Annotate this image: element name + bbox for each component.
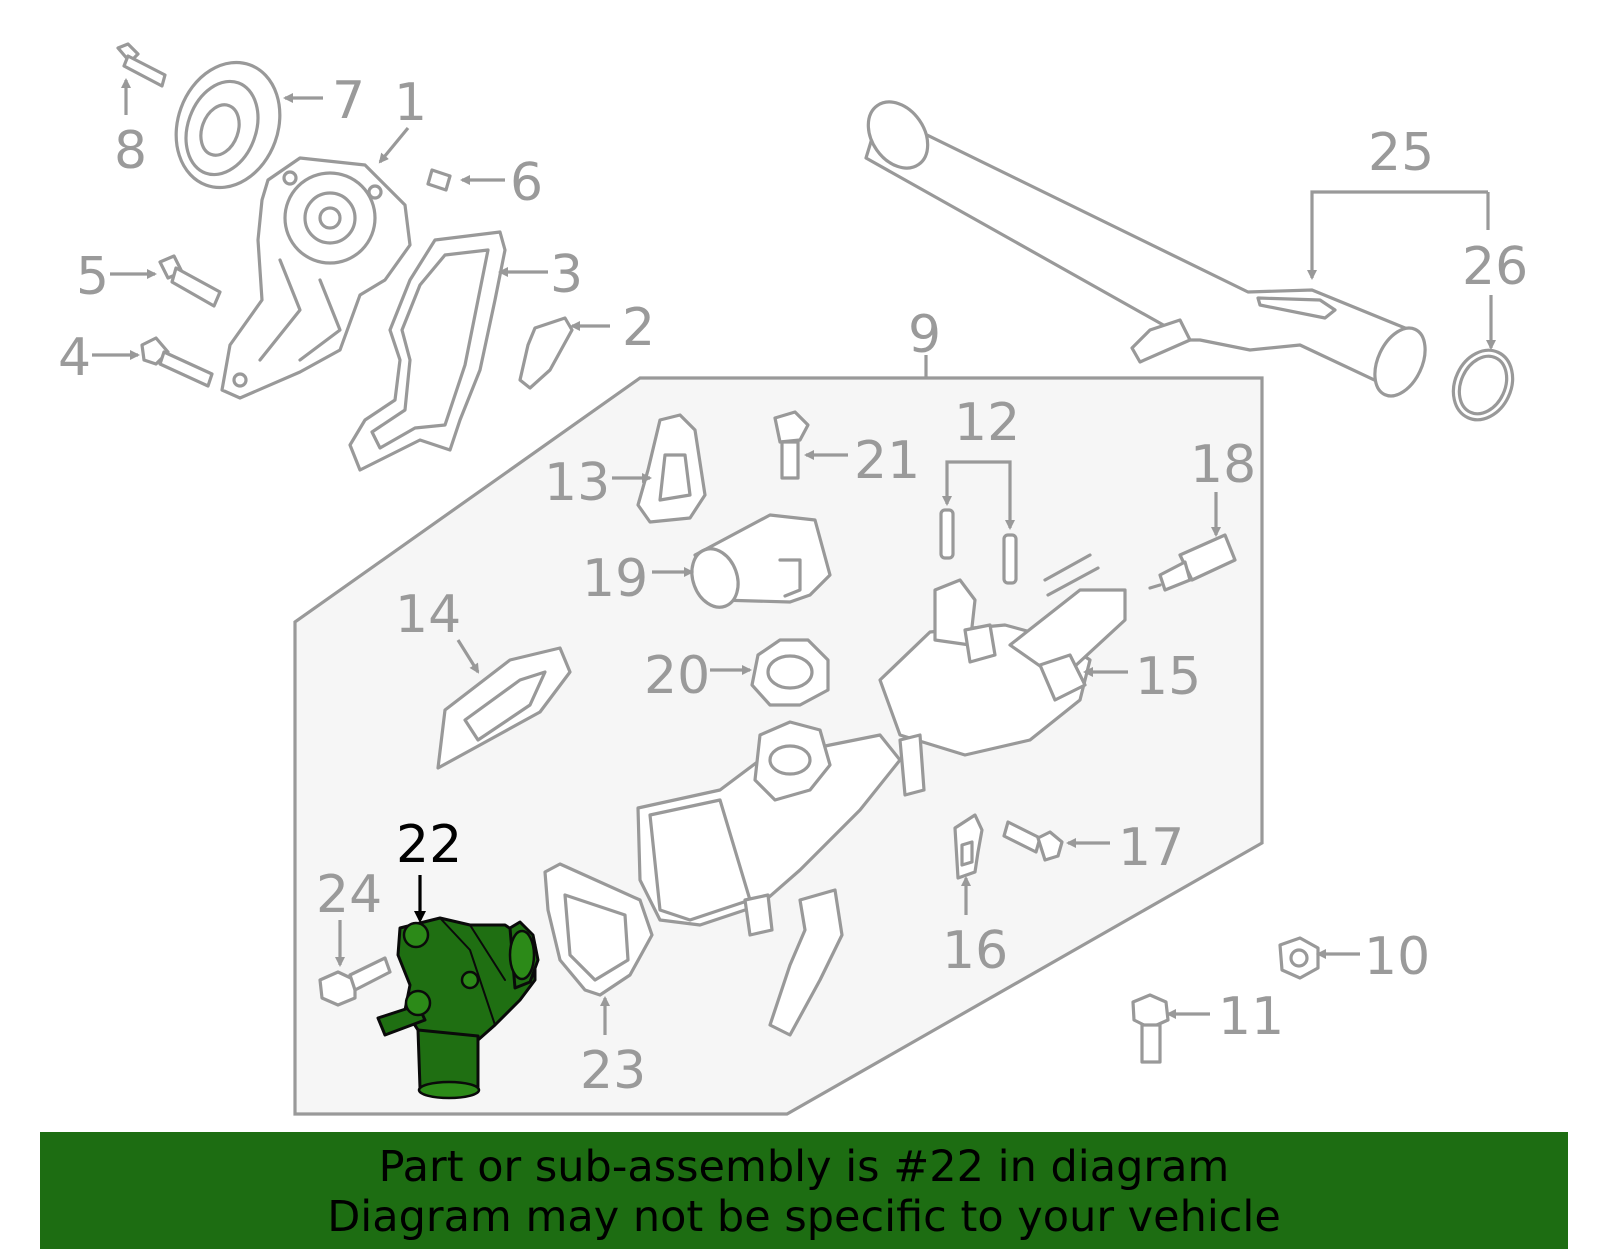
label-23: 23 — [580, 1041, 646, 1101]
label-5: 5 — [76, 247, 109, 307]
gasket-part-14 — [436, 646, 572, 770]
leader-lines — [92, 78, 1496, 1035]
label-9: 9 — [908, 305, 941, 365]
label-1: 1 — [394, 73, 427, 133]
info-banner: Part or sub-assembly is #22 in diagram D… — [40, 1132, 1568, 1249]
gasket-part-13 — [636, 413, 707, 524]
bolt-part-17 — [1002, 820, 1064, 862]
label-18: 18 — [1190, 435, 1256, 495]
banner-line-1: Part or sub-assembly is #22 in diagram — [378, 1142, 1230, 1192]
bracket-part-16 — [953, 813, 984, 880]
dowel-part-6 — [426, 168, 452, 192]
nut-part-10 — [1278, 936, 1320, 980]
pipe-part-25 — [864, 100, 1427, 398]
part-labels: 1 2 3 4 5 6 7 8 9 10 11 12 13 14 15 16 1… — [58, 71, 1528, 1101]
housing-part-15 — [878, 553, 1127, 797]
gasket-part-2 — [518, 316, 574, 390]
label-14: 14 — [395, 585, 461, 645]
label-25: 25 — [1368, 123, 1434, 183]
pin-part-12 — [939, 508, 1018, 585]
body-part-9 — [636, 720, 902, 1037]
bolt-part-11 — [1131, 993, 1170, 1064]
label-10: 10 — [1364, 927, 1430, 987]
label-20: 20 — [644, 646, 710, 706]
label-22-highlighted: 22 — [396, 815, 462, 875]
thermostat-part-22-highlighted[interactable] — [376, 916, 540, 1100]
bolt-part-4 — [140, 336, 214, 388]
label-26: 26 — [1462, 237, 1528, 297]
label-19: 19 — [582, 549, 648, 609]
bolt-part-5 — [158, 254, 222, 308]
water-pump-part-1 — [220, 156, 412, 400]
banner-line-2: Diagram may not be specific to your vehi… — [327, 1192, 1281, 1242]
label-13: 13 — [544, 453, 610, 513]
pulley-part-7 — [174, 60, 282, 190]
label-15: 15 — [1135, 647, 1201, 707]
gasket-part-20 — [750, 638, 830, 707]
label-8: 8 — [114, 121, 147, 181]
label-21: 21 — [854, 431, 920, 491]
label-3: 3 — [550, 245, 583, 305]
gasket-part-23 — [543, 862, 654, 997]
label-11: 11 — [1218, 987, 1284, 1047]
label-6: 6 — [510, 153, 543, 213]
bolt-part-8 — [116, 42, 167, 88]
bolt-part-24 — [318, 956, 392, 1007]
label-4: 4 — [58, 328, 91, 388]
bolt-part-21 — [773, 410, 810, 480]
elbow-part-19 — [690, 513, 832, 609]
sensor-part-18 — [1148, 533, 1237, 592]
label-16: 16 — [942, 921, 1008, 981]
oring-part-26 — [1451, 348, 1515, 422]
gasket-part-3 — [348, 230, 507, 472]
label-24: 24 — [316, 865, 382, 925]
label-2: 2 — [622, 298, 655, 358]
label-12: 12 — [954, 393, 1020, 453]
label-17: 17 — [1118, 818, 1184, 878]
label-7: 7 — [332, 71, 365, 131]
